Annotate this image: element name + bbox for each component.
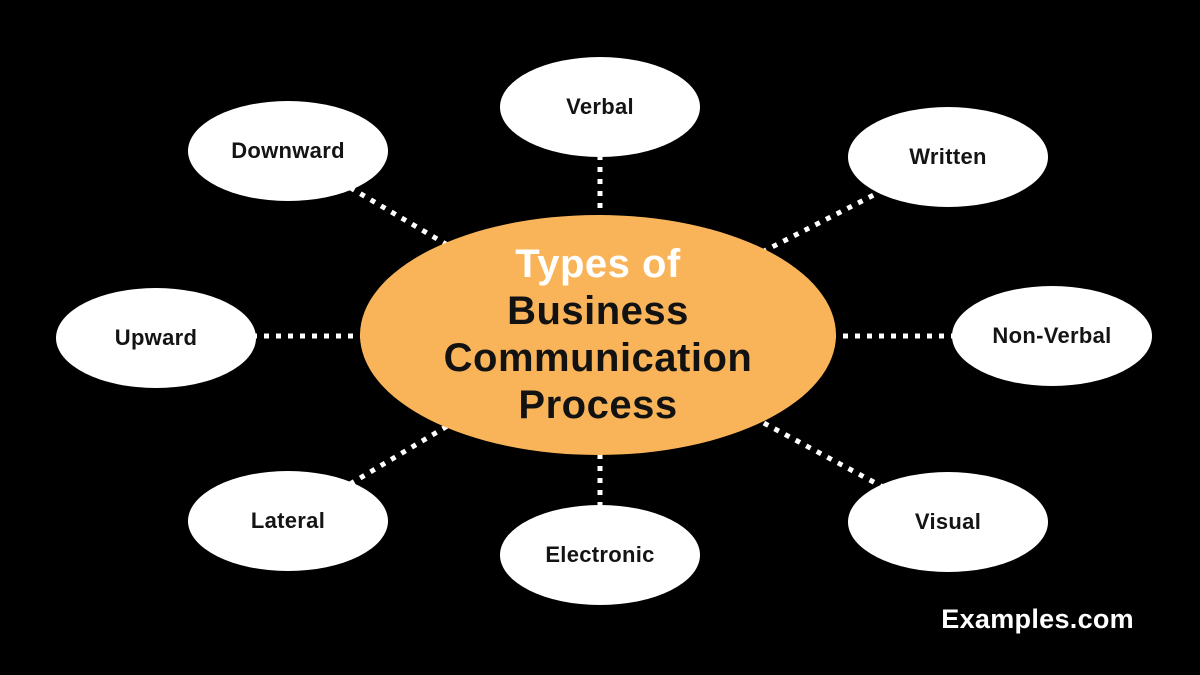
- node-upward: Upward: [56, 288, 256, 388]
- center-title-line1: Types of: [515, 242, 681, 286]
- node-visual: Visual: [848, 472, 1048, 572]
- node-downward-label: Downward: [231, 138, 345, 163]
- center-node: Types of Business Communication Process: [360, 215, 836, 455]
- node-lateral: Lateral: [188, 471, 388, 571]
- node-visual-label: Visual: [914, 509, 982, 534]
- node-downward: Downward: [188, 101, 388, 201]
- node-upward-label: Upward: [114, 325, 198, 350]
- watermark: Examples.com: [941, 604, 1134, 634]
- node-verbal: Verbal: [500, 57, 700, 157]
- center-title-line2: Business: [507, 289, 689, 333]
- node-verbal-label: Verbal: [566, 94, 634, 119]
- node-nonverbal-label: Non-Verbal: [992, 323, 1112, 348]
- center-title-line4: Process: [518, 383, 678, 427]
- node-electronic: Electronic: [500, 505, 700, 605]
- node-written: Written: [848, 107, 1048, 207]
- node-electronic-label: Electronic: [545, 542, 655, 567]
- node-nonverbal: Non-Verbal: [952, 286, 1152, 386]
- center-title-line3: Communication: [443, 336, 753, 380]
- node-lateral-label: Lateral: [250, 508, 326, 533]
- node-written-label: Written: [909, 144, 987, 169]
